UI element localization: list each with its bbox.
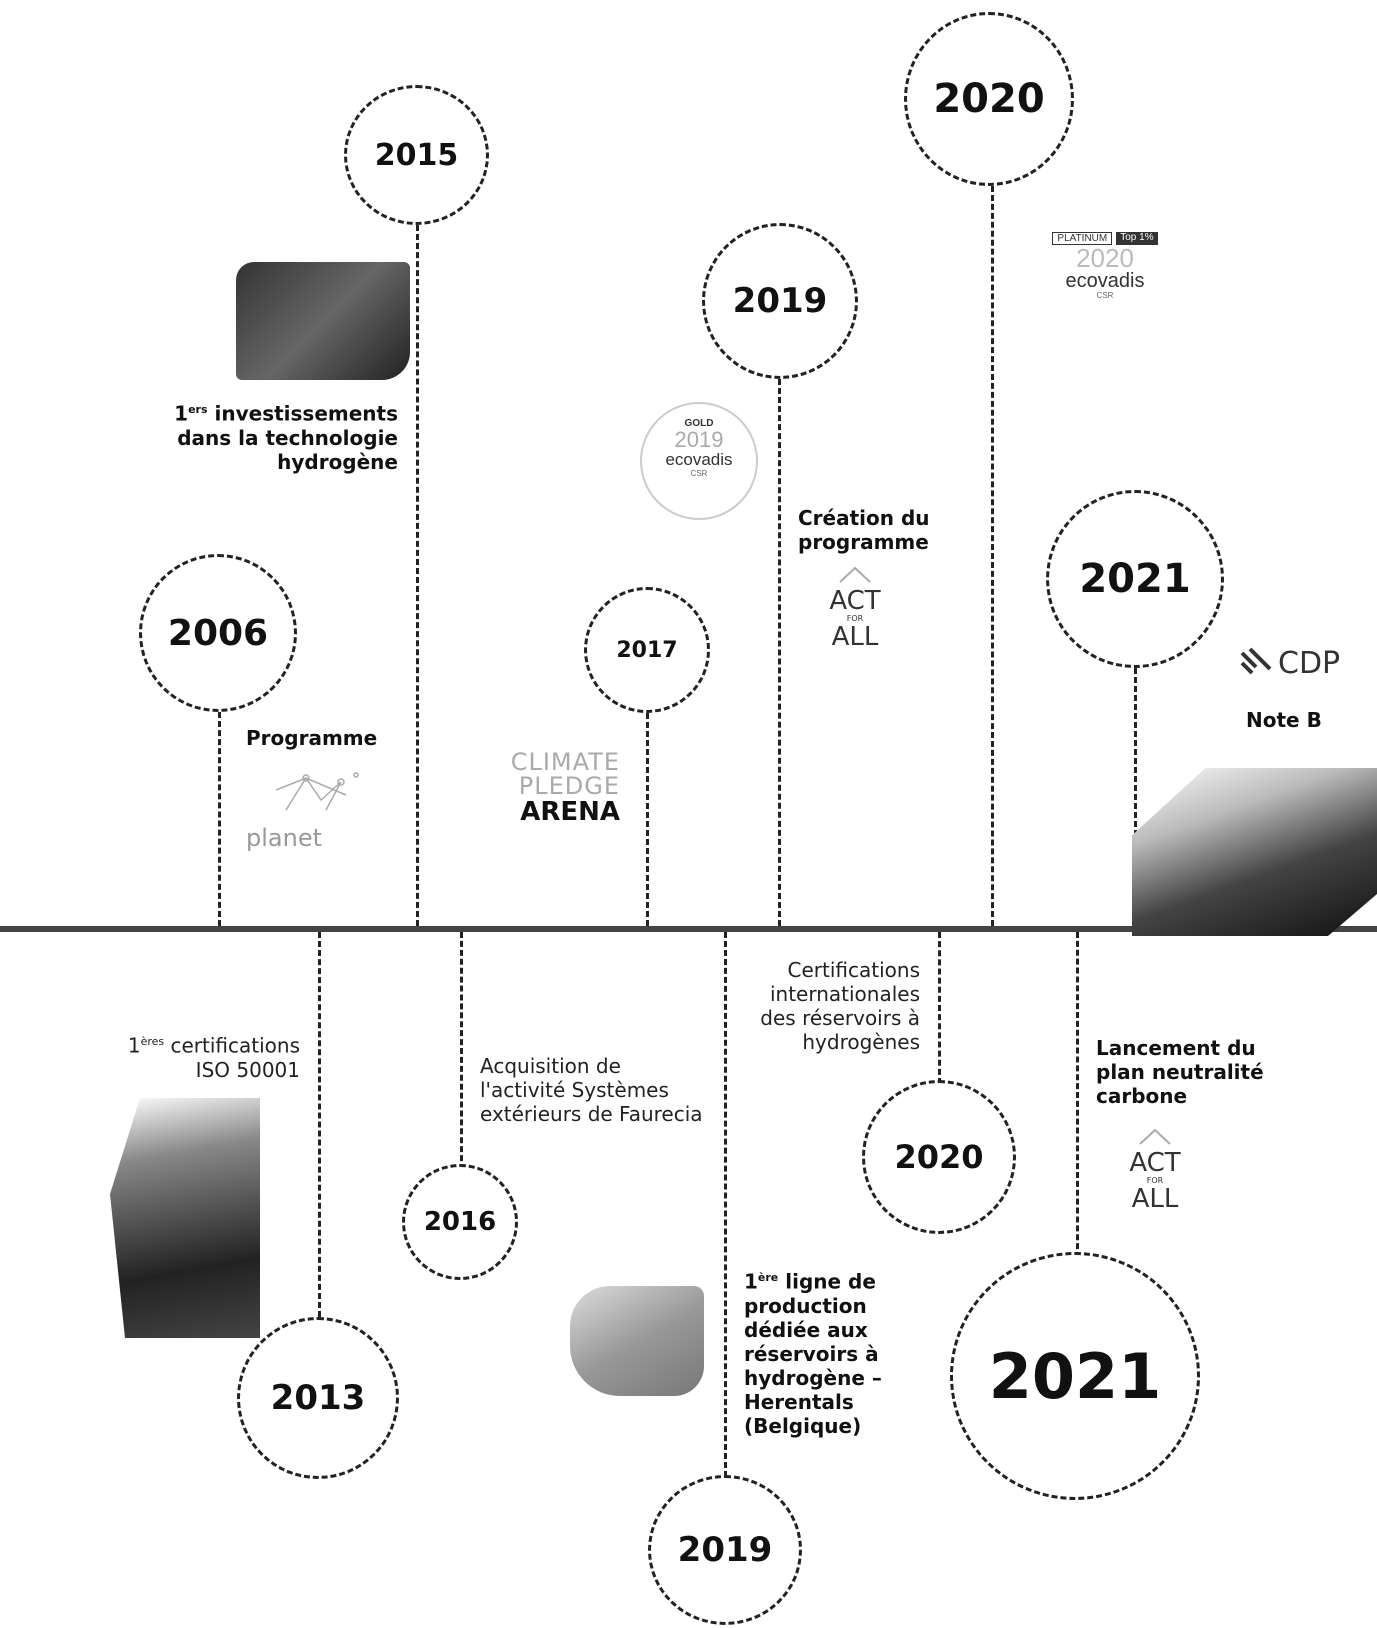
planet-logo: planet — [246, 770, 376, 852]
act-for-all-logo-2019: ACT FOR ALL — [800, 564, 910, 650]
connector-2021b — [1076, 932, 1079, 1258]
milestone-label-2020b: Certifications internationales des réser… — [760, 958, 920, 1054]
connector-2020b — [938, 932, 941, 1084]
year-label: 2019 — [677, 1530, 773, 1570]
year-circle-2017: 2017 — [584, 587, 710, 713]
year-circle-2021b: 2021 — [950, 1252, 1200, 1500]
year-label: 2013 — [270, 1378, 366, 1418]
year-circle-2016: 2016 — [402, 1164, 518, 1280]
year-label: 2021 — [1079, 556, 1191, 602]
connector-2017 — [646, 713, 649, 926]
milestone-label-2006: Programme — [246, 726, 378, 750]
connector-2019 — [778, 379, 781, 926]
milestone-label-2021: Note B — [1246, 708, 1322, 732]
planet-logo-text: planet — [246, 824, 322, 852]
year-label: 2015 — [374, 137, 459, 173]
year-label: 2021 — [988, 1339, 1162, 1413]
connector-2021 — [1134, 668, 1137, 926]
act-for-all-logo-2021: ACT FOR ALL — [1100, 1126, 1210, 1212]
milestone-label-2021b: Lancement du plan neutralité carbone — [1096, 1036, 1264, 1108]
year-circle-2020: 2020 — [904, 12, 1074, 186]
timeline-axis — [0, 926, 1377, 932]
connector-2020 — [991, 186, 994, 926]
year-label: 2020 — [933, 76, 1045, 122]
cdp-logo: CDP — [1240, 646, 1340, 681]
year-circle-2015: 2015 — [344, 85, 489, 225]
year-circle-2019: 2019 — [702, 223, 858, 379]
connector-2016 — [460, 932, 463, 1170]
year-circle-2020b: 2020 — [862, 1080, 1016, 1234]
year-circle-2006: 2006 — [139, 554, 297, 712]
hydrogen-tank-photo — [236, 262, 410, 380]
engineers-photo — [110, 1098, 260, 1338]
milestone-label-2015: 1ers investissements dans la technologie… — [174, 401, 398, 474]
milestone-label-2013: 1ères certifications ISO 50001 — [127, 1033, 300, 1082]
year-label: 2016 — [423, 1207, 497, 1237]
cdp-mark-icon — [1240, 647, 1272, 674]
connector-2019b — [724, 932, 727, 1477]
year-circle-2019b: 2019 — [648, 1475, 802, 1625]
connector-2013 — [318, 932, 321, 1317]
climate-pledge-arena-logo: CLIMATE PLEDGE ARENA — [510, 748, 620, 827]
year-label: 2020 — [894, 1138, 984, 1176]
planet-star-icon — [275, 772, 359, 811]
ecovadis-gold-badge: GOLD 2019 ecovadis CSR — [640, 402, 758, 520]
year-circle-2013: 2013 — [237, 1317, 399, 1479]
chevron-up-icon — [839, 566, 871, 583]
worker-photo — [1132, 768, 1377, 936]
hydrogen-cylinders-photo — [570, 1286, 704, 1396]
milestone-label-2019: Création du programme — [798, 506, 930, 554]
year-label: 2019 — [732, 281, 828, 321]
milestone-label-2019b: 1ère ligne de production dédiée aux rése… — [744, 1269, 882, 1438]
year-label: 2006 — [167, 612, 269, 654]
year-circle-2021: 2021 — [1046, 490, 1224, 668]
milestone-label-2016: Acquisition de l'activité Systèmes extér… — [480, 1054, 703, 1126]
year-label: 2017 — [616, 637, 678, 663]
ecovadis-platinum-badge: PLATINUM Top 1% 2020 ecovadis CSR — [1040, 232, 1170, 350]
chevron-up-icon — [1139, 1128, 1171, 1145]
connector-2015 — [416, 225, 419, 926]
connector-2006 — [218, 712, 221, 926]
